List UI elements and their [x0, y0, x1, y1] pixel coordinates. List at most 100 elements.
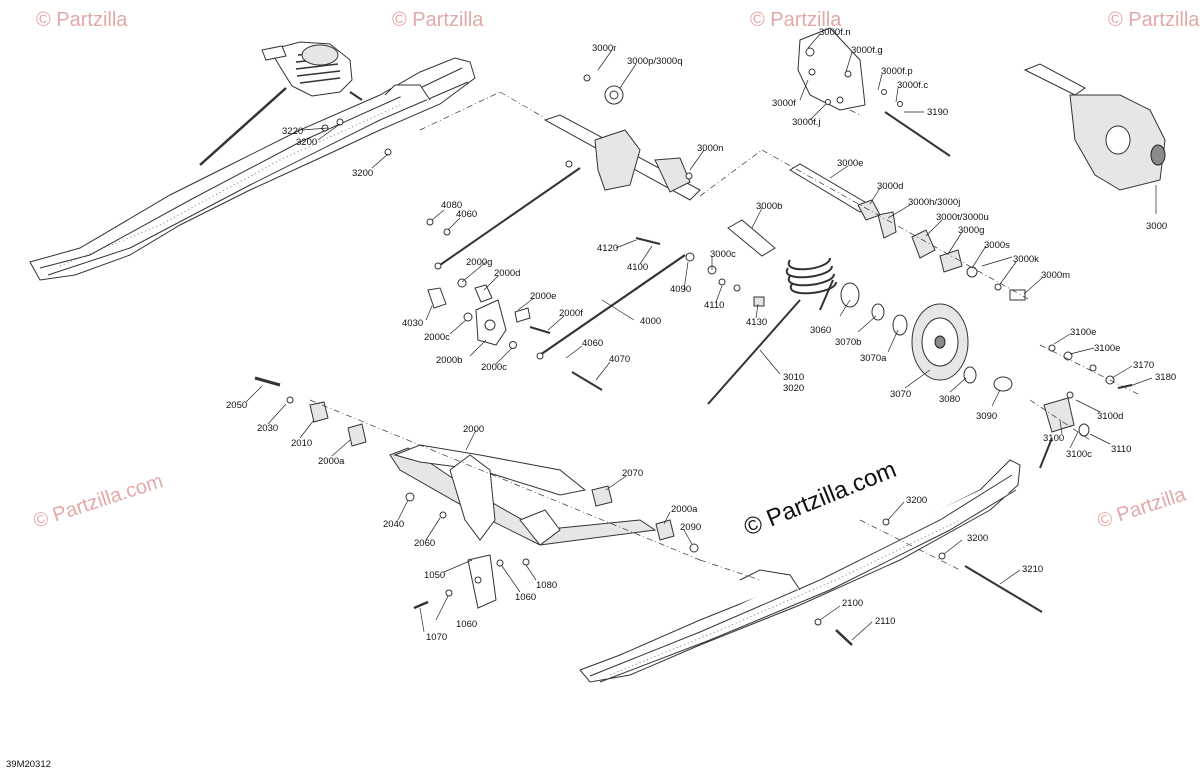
- callout-2000: 2000: [463, 424, 484, 435]
- callout-2000b: 2000b: [436, 355, 462, 366]
- callout-4060-b: 4060: [582, 338, 603, 349]
- callout-3000f-g: 3000f.g: [851, 45, 883, 56]
- idler-wheel: [840, 282, 1013, 392]
- callout-3000g: 3000g: [958, 225, 984, 236]
- callout-3200-c: 3200: [906, 495, 927, 506]
- callout-1080: 1080: [536, 580, 557, 591]
- callout-2000f: 2000f: [559, 308, 583, 319]
- callout-2000e: 2000e: [530, 291, 556, 302]
- callout-3000m: 3000m: [1041, 270, 1070, 281]
- callout-3170: 3170: [1133, 360, 1154, 371]
- callout-3100c: 3100c: [1066, 449, 1092, 460]
- watermark-top-1: © Partzilla: [36, 9, 128, 31]
- callout-2070: 2070: [622, 468, 643, 479]
- callout-4080: 4080: [441, 200, 462, 211]
- right-rail-lower: [579, 459, 1021, 683]
- callout-labels: 3000r 3000p/3000q 3000f.n 3000f.g 3000f.…: [226, 27, 1176, 643]
- callout-1060-b: 1060: [515, 592, 536, 603]
- callout-3000s: 3000s: [984, 240, 1010, 251]
- callout-4130: 4130: [746, 317, 767, 328]
- callout-3000f-c: 3000f.c: [897, 80, 928, 91]
- callout-3020: 3020: [783, 383, 804, 394]
- callout-3200-d: 3200: [967, 533, 988, 544]
- callout-3000r: 3000r: [592, 43, 616, 54]
- callout-4110: 4110: [704, 300, 724, 311]
- callout-3000c: 3000c: [710, 249, 736, 260]
- callout-3060: 3060: [810, 325, 831, 336]
- callout-3190: 3190: [927, 107, 948, 118]
- rear-arm-frame-2000: [254, 376, 699, 610]
- callout-3000k: 3000k: [1013, 254, 1039, 265]
- torsion-spring: [707, 257, 837, 405]
- watermark-top-2: © Partzilla: [392, 9, 484, 31]
- link-arm-4000: [427, 237, 765, 391]
- upper-bracket-3000f: [797, 27, 951, 157]
- callout-3210: 3210: [1022, 564, 1043, 575]
- callout-3000f-n: 3000f.n: [819, 27, 851, 38]
- callout-2090: 2090: [680, 522, 701, 533]
- callout-1070: 1070: [426, 632, 447, 643]
- callout-3070a: 3070a: [860, 353, 887, 364]
- callout-4000: 4000: [640, 316, 661, 327]
- callout-1060-a: 1060: [456, 619, 477, 630]
- callout-4070: 4070: [609, 354, 630, 365]
- callout-4120: 4120: [597, 243, 618, 254]
- watermark-mid-right: © Partzilla: [1095, 483, 1190, 532]
- callout-3000f: 3000f: [772, 98, 796, 109]
- watermark-mid-left: © Partzilla.com: [31, 470, 166, 533]
- callout-3070: 3070: [890, 389, 911, 400]
- callout-3100e-b: 3100e: [1094, 343, 1120, 354]
- callout-3100e-a: 3100e: [1070, 327, 1096, 338]
- callout-4100: 4100: [627, 262, 648, 273]
- front-arm-shaft-assembly: [426, 74, 701, 270]
- callout-2000a-b: 2000a: [671, 504, 698, 515]
- callout-3000n: 3000n: [697, 143, 723, 154]
- callout-3000f-j: 3000f.j: [792, 117, 821, 128]
- callout-2000c-a: 2000c: [424, 332, 450, 343]
- upper-shaft-parts: [727, 163, 1026, 301]
- callout-3080: 3080: [939, 394, 960, 405]
- callout-3000t-3000u: 3000t/3000u: [936, 212, 989, 223]
- centerlines: [309, 91, 1141, 581]
- callout-3010: 3010: [783, 372, 804, 383]
- callout-3200-a: 3200: [296, 137, 317, 148]
- callout-4090: 4090: [670, 284, 691, 295]
- callout-2030: 2030: [257, 423, 278, 434]
- callout-2000c-b: 2000c: [481, 362, 507, 373]
- callout-4030: 4030: [402, 318, 423, 329]
- rear-shaft-3000: [1023, 63, 1166, 191]
- callout-3090: 3090: [976, 411, 997, 422]
- callout-3000f-p: 3000f.p: [881, 66, 913, 77]
- callout-2000a-a: 2000a: [318, 456, 345, 467]
- callout-3070b: 3070b: [835, 337, 861, 348]
- callout-3000d: 3000d: [877, 181, 903, 192]
- watermark-top-3: © Partzilla: [750, 9, 842, 31]
- callout-3110: 3110: [1111, 444, 1131, 455]
- callout-2100: 2100: [842, 598, 863, 609]
- rear-cluster-3100: [814, 344, 1133, 646]
- callout-3220: 3220: [282, 126, 303, 137]
- callout-2050: 2050: [226, 400, 247, 411]
- callout-2110: 2110: [875, 616, 895, 627]
- callout-4060-a: 4060: [456, 209, 477, 220]
- callout-3000h-3000j: 3000h/3000j: [908, 197, 960, 208]
- callout-3100d: 3100d: [1097, 411, 1123, 422]
- callout-3000: 3000: [1146, 221, 1167, 232]
- leader-lines: [245, 33, 1157, 641]
- callout-2000g: 2000g: [466, 257, 492, 268]
- callout-3000p-3000q: 3000p/3000q: [627, 56, 682, 67]
- callout-3200-b: 3200: [352, 168, 373, 179]
- watermark-top-4: © Partzilla: [1108, 9, 1200, 31]
- callout-3000b: 3000b: [756, 201, 782, 212]
- callout-2000d: 2000d: [494, 268, 520, 279]
- callout-3000e: 3000e: [837, 158, 863, 169]
- document-id: 39M20312: [6, 759, 51, 770]
- callout-1050: 1050: [424, 570, 445, 581]
- callout-2010: 2010: [291, 438, 312, 449]
- callout-3100: 3100: [1043, 433, 1064, 444]
- left-rail-upper: [29, 41, 476, 281]
- watermark-center: © Partzilla.com: [740, 456, 900, 542]
- callout-3180: 3180: [1155, 372, 1176, 383]
- callout-2060: 2060: [414, 538, 435, 549]
